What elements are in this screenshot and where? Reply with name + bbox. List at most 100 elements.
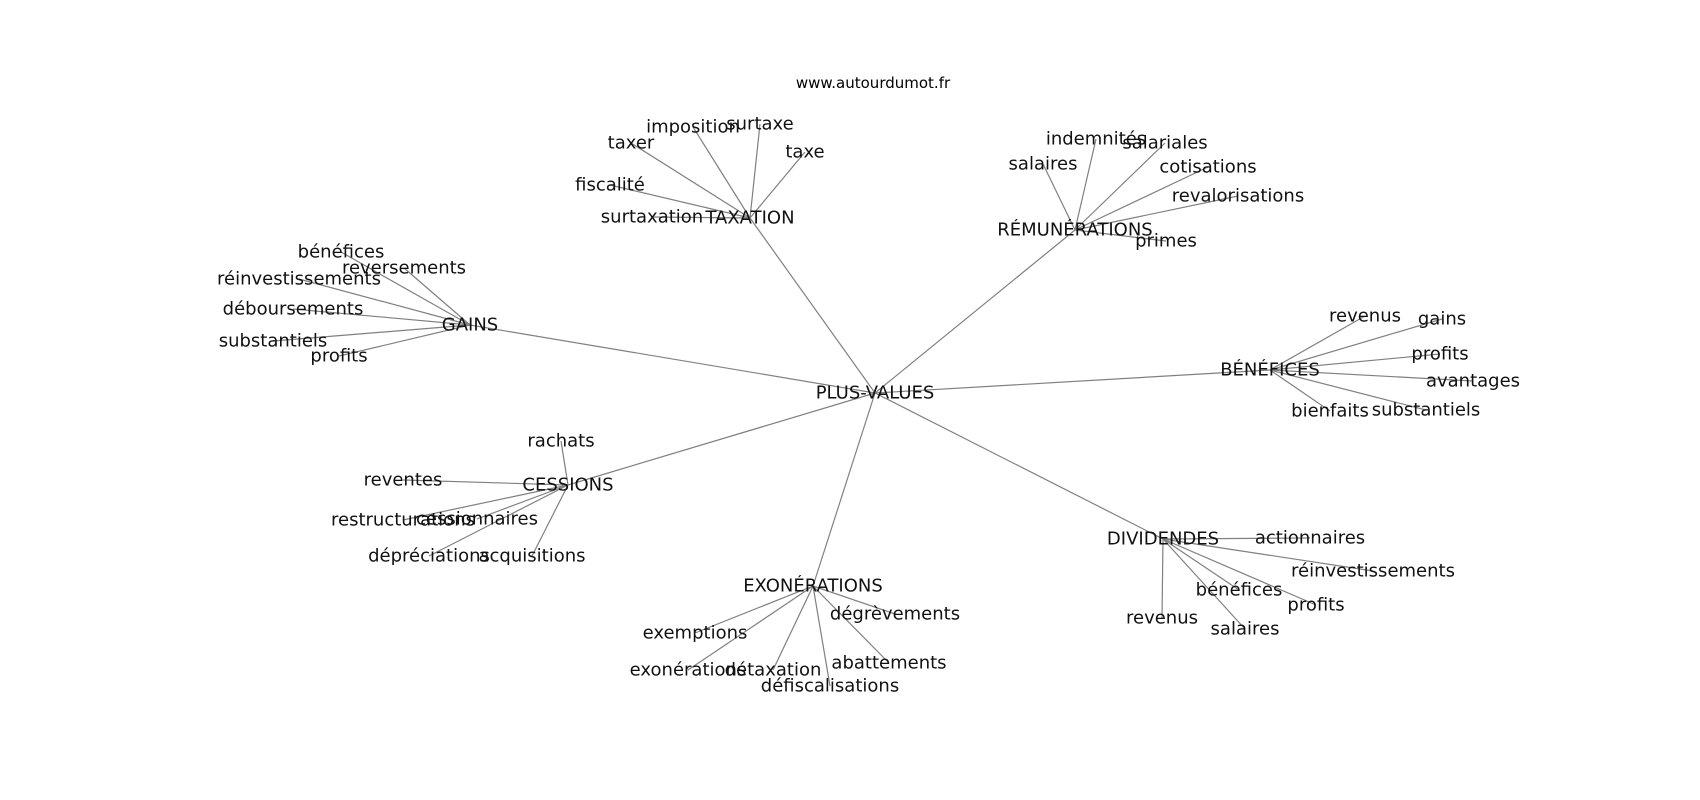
leaf-node[interactable]: débours­ements bbox=[223, 299, 364, 320]
leaf-node[interactable]: salariales bbox=[1122, 133, 1207, 154]
edge-hub-leaf bbox=[687, 585, 814, 671]
leaf-node[interactable]: surtaxe bbox=[726, 114, 793, 135]
leaf-node[interactable]: salaires bbox=[1211, 619, 1280, 640]
edge-hub-leaf bbox=[1074, 142, 1166, 231]
leaf-node[interactable]: indemnités bbox=[1046, 129, 1146, 150]
edge-hub-leaf bbox=[1161, 538, 1164, 619]
edge-hub-leaf bbox=[560, 440, 569, 486]
leaf-node[interactable]: revenus bbox=[1126, 608, 1198, 629]
edge-hub-leaf bbox=[1074, 166, 1209, 231]
leaf-node[interactable]: imposition bbox=[646, 117, 740, 138]
hub-node[interactable]: CESSIONS bbox=[522, 475, 613, 496]
leaf-node[interactable]: bénéfices bbox=[298, 242, 385, 263]
edge-hub-leaf bbox=[1269, 369, 1474, 382]
leaf-node[interactable]: revalorisations bbox=[1172, 186, 1304, 207]
leaf-node[interactable]: exonérations bbox=[630, 660, 747, 681]
edge-hub-leaf bbox=[812, 585, 896, 615]
leaf-node[interactable]: surtaxation bbox=[601, 207, 703, 228]
edge-hub-leaf bbox=[772, 585, 814, 671]
leaf-node[interactable]: réinvestissements bbox=[217, 269, 381, 290]
edge-hub-leaf bbox=[630, 142, 751, 219]
edge-hub-leaf bbox=[1162, 538, 1246, 630]
leaf-node[interactable]: revenus bbox=[1329, 306, 1401, 327]
edge-hub-leaf bbox=[651, 216, 751, 219]
leaf-node[interactable]: exemptions bbox=[643, 623, 748, 644]
leaf-node[interactable]: salaires bbox=[1009, 154, 1078, 175]
leaf-node[interactable]: avantages bbox=[1426, 371, 1520, 392]
edge-hub-leaf bbox=[1074, 195, 1239, 231]
leaf-node[interactable]: profits bbox=[1287, 595, 1344, 616]
hub-node[interactable]: DIVIDENDES bbox=[1107, 529, 1219, 550]
leaf-node[interactable]: détaxation bbox=[725, 660, 822, 681]
leaf-node[interactable]: défiscalisations bbox=[761, 676, 899, 697]
edge-center-hub bbox=[749, 217, 876, 394]
edge-hub-leaf bbox=[1074, 138, 1097, 231]
edge-hub-leaf bbox=[749, 151, 806, 219]
edge-hub-leaf bbox=[1269, 369, 1427, 411]
leaf-node[interactable]: abattements bbox=[831, 653, 946, 674]
edge-hub-leaf bbox=[1269, 353, 1441, 371]
leaf-node[interactable]: fiscalité bbox=[575, 175, 645, 196]
leaf-node[interactable]: cessionnaires bbox=[416, 509, 538, 530]
edge-hub-leaf bbox=[402, 484, 569, 521]
hub-node[interactable]: TAXATION bbox=[704, 208, 794, 229]
edge-center-hub bbox=[874, 229, 1076, 394]
edge-hub-leaf bbox=[428, 484, 569, 557]
edge-hub-leaf bbox=[476, 484, 569, 520]
edge-hub-leaf bbox=[1074, 229, 1167, 242]
leaf-node[interactable]: reventes bbox=[364, 470, 443, 491]
leaf-node[interactable]: dépréciations bbox=[368, 546, 490, 567]
edge-hub-leaf bbox=[749, 123, 761, 219]
hub-node[interactable]: EXONÉRATIONS bbox=[743, 575, 883, 597]
edge-hub-leaf bbox=[1162, 538, 1240, 591]
leaf-node[interactable]: taxer bbox=[608, 133, 655, 154]
edge-hub-leaf bbox=[402, 479, 569, 486]
edge-hub-leaf bbox=[403, 267, 471, 326]
edge-hub-leaf bbox=[812, 585, 890, 664]
leaf-node[interactable]: reversements bbox=[342, 258, 466, 279]
leaf-node[interactable]: taxe bbox=[785, 142, 824, 163]
leaf-node[interactable]: restructurations bbox=[331, 510, 475, 531]
edge-center-hub bbox=[812, 392, 876, 587]
leaf-node[interactable]: substantiels bbox=[1372, 400, 1481, 421]
edge-hub-leaf bbox=[692, 126, 751, 219]
edge-hub-leaf bbox=[338, 324, 471, 357]
leaf-node[interactable]: rachats bbox=[527, 431, 594, 452]
edge-center-hub bbox=[874, 392, 1164, 540]
leaf-node[interactable]: réinvestissements bbox=[1291, 561, 1455, 582]
edge-hub-leaf bbox=[694, 585, 814, 634]
leaf-node[interactable]: profits bbox=[1411, 344, 1468, 365]
edge-hub-leaf bbox=[1162, 538, 1374, 572]
leaf-node[interactable]: bienfaits bbox=[1291, 401, 1369, 422]
edge-hub-leaf bbox=[1162, 538, 1317, 606]
hub-node[interactable]: BÉNÉFICES bbox=[1220, 359, 1320, 381]
center-node[interactable]: PLUS-VALUES bbox=[816, 383, 935, 404]
leaf-node[interactable]: substantiels bbox=[219, 331, 328, 352]
edge-hub-leaf bbox=[292, 308, 471, 326]
leaf-node[interactable]: acquisitions bbox=[479, 546, 586, 567]
leaf-node[interactable]: actionnaires bbox=[1255, 528, 1365, 549]
edge-hub-leaf bbox=[1269, 369, 1331, 412]
hub-node[interactable]: RÉMUNÉRATIONS bbox=[997, 219, 1152, 241]
leaf-node[interactable]: profits bbox=[310, 346, 367, 367]
edge-hub-leaf bbox=[1042, 163, 1076, 231]
edges bbox=[272, 123, 1474, 687]
leaf-node[interactable]: dégrèvements bbox=[830, 604, 960, 625]
edge-hub-leaf bbox=[1269, 318, 1443, 371]
edge-hub-leaf bbox=[609, 184, 751, 219]
leaf-node[interactable]: cotisations bbox=[1159, 157, 1256, 178]
edge-center-hub bbox=[567, 392, 876, 486]
edge-hub-leaf bbox=[531, 484, 569, 557]
edge-center-hub bbox=[469, 324, 876, 394]
hub-node[interactable]: GAINS bbox=[442, 315, 498, 336]
source-url[interactable]: www.autourdumot.fr bbox=[796, 74, 951, 92]
leaf-node[interactable]: bénéfices bbox=[1196, 580, 1283, 601]
edge-center-hub bbox=[874, 369, 1271, 394]
leaf-node[interactable]: primes bbox=[1135, 231, 1197, 252]
edge-hub-leaf bbox=[272, 324, 471, 342]
edge-hub-leaf bbox=[1269, 315, 1366, 371]
edge-hub-leaf bbox=[812, 585, 831, 687]
leaf-node[interactable]: gains bbox=[1418, 309, 1466, 330]
